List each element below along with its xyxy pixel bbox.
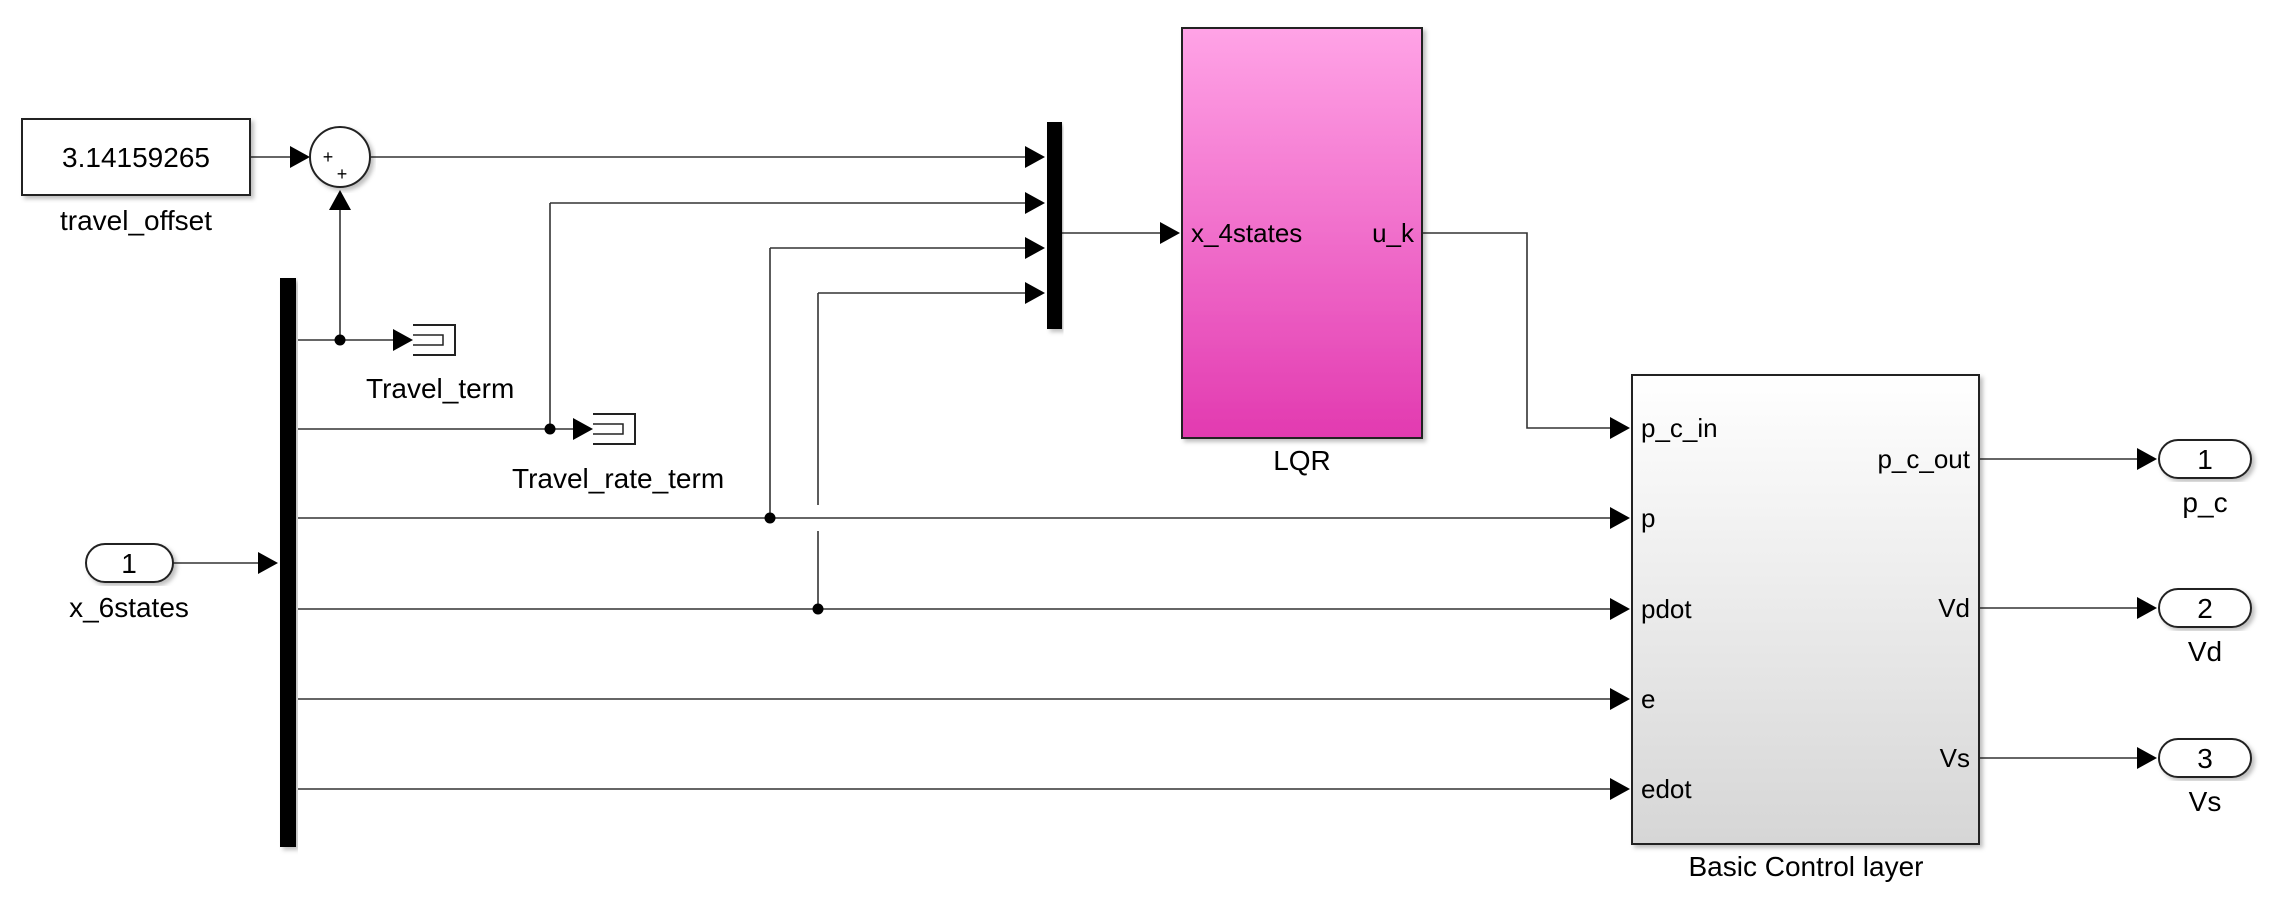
- terminator-travel-rate[interactable]: [593, 413, 636, 445]
- outport-vd-number: 2: [2197, 593, 2213, 624]
- bcl-input-p: p: [1641, 503, 1655, 533]
- lqr-block[interactable]: x_4states u_k: [1181, 27, 1423, 439]
- outport-p-c-label: p_c: [2182, 487, 2227, 518]
- constant-value: 3.14159265: [62, 142, 210, 173]
- terminator-travel-label: Travel_term: [366, 373, 514, 404]
- terminator-travel[interactable]: [413, 324, 456, 356]
- bcl-input-edot: edot: [1641, 774, 1692, 804]
- mux-block[interactable]: [1047, 122, 1062, 329]
- outport-vs-number: 3: [2197, 743, 2213, 774]
- demux-block[interactable]: [280, 278, 296, 847]
- bcl-output-vs: Vs: [1940, 743, 1970, 773]
- signal-lines: [173, 146, 2157, 800]
- outport-vs-label: Vs: [2189, 786, 2222, 817]
- inport-number: 1: [121, 548, 137, 579]
- inport-label: x_6states: [69, 592, 189, 623]
- basic-control-layer-label: Basic Control layer: [1689, 851, 1924, 882]
- constant-block[interactable]: 3.14159265: [21, 118, 251, 196]
- terminator-travel-rate-label: Travel_rate_term: [512, 463, 724, 494]
- outport-p-c-number: 1: [2197, 444, 2213, 475]
- bcl-input-e: e: [1641, 684, 1655, 714]
- sum-block[interactable]: + +: [309, 126, 371, 188]
- bcl-input-pdot: pdot: [1641, 594, 1692, 624]
- sum-sign-left: +: [323, 147, 334, 167]
- bcl-output-p-c-out: p_c_out: [1877, 444, 1970, 474]
- bcl-output-vd: Vd: [1938, 593, 1970, 623]
- lqr-input-port: x_4states: [1191, 218, 1302, 248]
- outport-vd[interactable]: 2: [2158, 588, 2252, 628]
- bcl-input-p-c-in: p_c_in: [1641, 413, 1718, 443]
- lqr-output-port: u_k: [1372, 218, 1415, 248]
- outport-vs[interactable]: 3: [2158, 738, 2252, 778]
- sum-sign-bottom: +: [337, 164, 348, 184]
- basic-control-layer-block[interactable]: p_c_in p pdot e edot p_c_out Vd Vs: [1631, 374, 1980, 845]
- constant-label: travel_offset: [60, 205, 212, 236]
- outport-p-c[interactable]: 1: [2158, 439, 2252, 479]
- outport-vd-label: Vd: [2188, 636, 2222, 667]
- inport-x-6states[interactable]: 1: [85, 543, 174, 583]
- lqr-label: LQR: [1273, 445, 1331, 476]
